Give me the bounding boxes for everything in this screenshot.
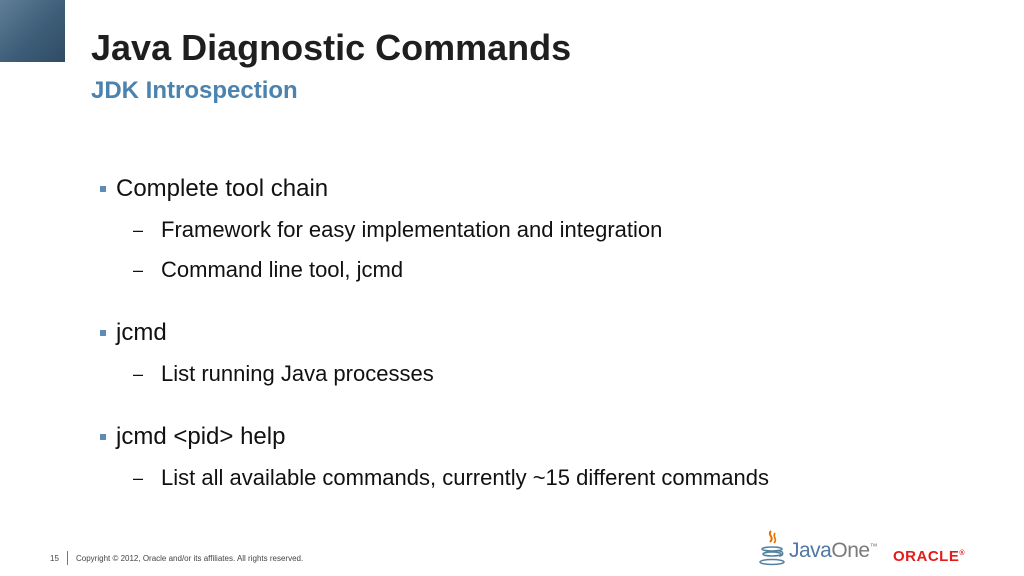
bullet-item: jcmd – List running Java processes [96,316,996,394]
page-number: 15 [50,554,59,563]
bullet-line: jcmd <pid> help [96,420,996,454]
javaone-logo: JavaOne™ [757,528,878,568]
dash-bullet-icon: – [133,259,144,280]
slide-title: Java Diagnostic Commands [91,27,572,68]
sub-bullet-item: – List running Java processes [96,354,996,394]
bullet-item: jcmd <pid> help – List all available com… [96,420,996,498]
sub-bullet-list: – List all available commands, currently… [96,458,996,498]
bullet-line: jcmd [96,316,996,350]
square-bullet-icon [100,186,106,192]
sub-bullet-list: – Framework for easy implementation and … [96,210,996,290]
bullet-text: jcmd <pid> help [116,423,286,450]
oracle-wordmark: ORACLE [893,548,960,565]
sub-bullet-item: – Command line tool, jcmd [96,250,996,290]
javaone-java-text: Java [789,539,832,562]
sub-bullet-text: List running Java processes [161,361,434,386]
dash-bullet-icon: – [133,219,144,240]
javaone-tm: ™ [869,542,878,551]
bullet-item: Complete tool chain – Framework for easy… [96,172,996,290]
sub-bullet-text: List all available commands, currently ~… [161,465,769,490]
javaone-one-text: One [831,539,870,562]
java-cup-icon [759,530,785,566]
sub-bullet-text: Framework for easy implementation and in… [161,217,663,242]
dash-bullet-icon: – [133,363,144,384]
bullet-text: jcmd [116,319,167,346]
slide-subtitle: JDK Introspection [91,77,298,104]
dash-bullet-icon: – [133,467,144,488]
corner-accent-block [0,0,65,62]
footer-divider [67,551,68,565]
square-bullet-icon [100,330,106,336]
javaone-wordmark: JavaOne™ [789,539,878,563]
sub-bullet-item: – Framework for easy implementation and … [96,210,996,250]
copyright-notice: Copyright © 2012, Oracle and/or its affi… [76,554,304,563]
oracle-registered-mark: ® [959,550,966,557]
slide-footer: 15 Copyright © 2012, Oracle and/or its a… [0,530,1024,572]
sub-bullet-list: – List running Java processes [96,354,996,394]
sub-bullet-text: Command line tool, jcmd [161,257,404,282]
bullet-list: Complete tool chain – Framework for easy… [96,172,996,524]
square-bullet-icon [100,434,106,440]
bullet-line: Complete tool chain [96,172,996,206]
oracle-logo: ORACLE® [893,548,965,565]
sub-bullet-item: – List all available commands, currently… [96,458,996,498]
bullet-text: Complete tool chain [116,175,329,202]
